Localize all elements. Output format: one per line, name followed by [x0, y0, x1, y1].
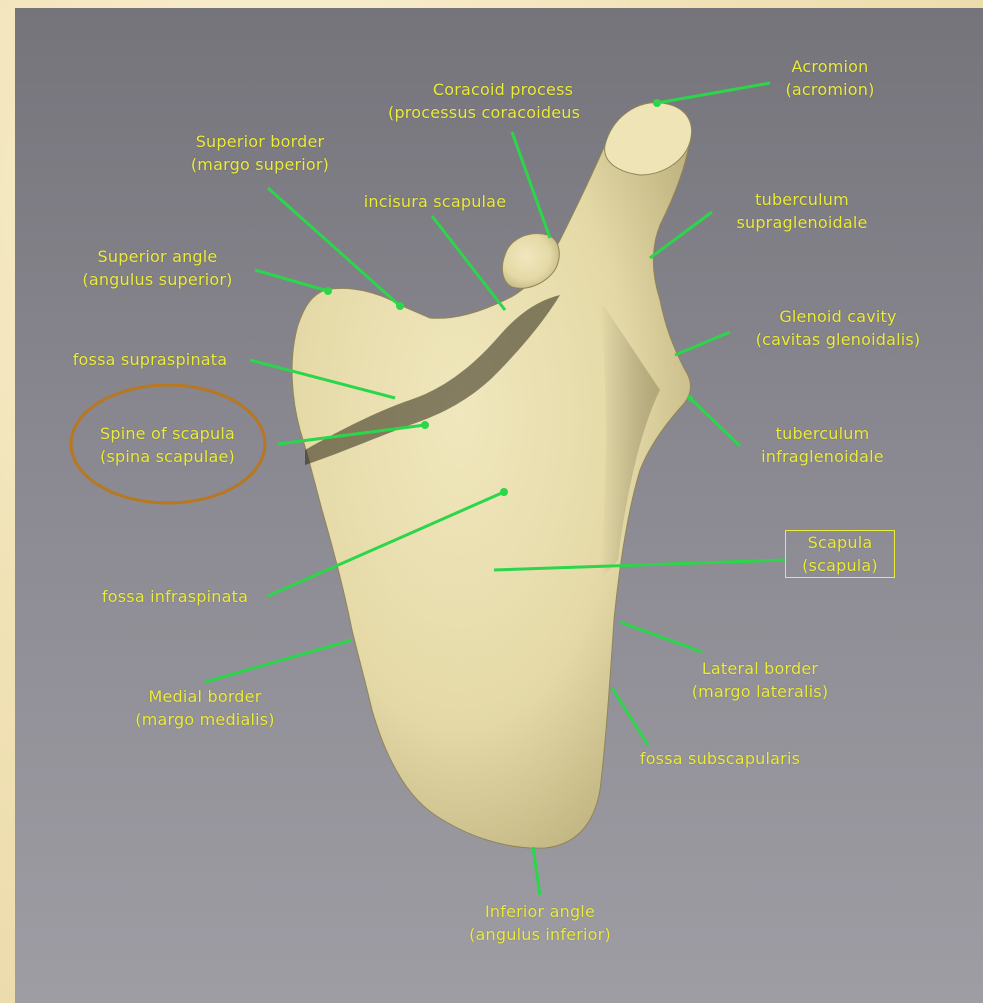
dot-fossa-infra — [500, 488, 508, 496]
label-tub-supra-line1: tuberculum — [712, 188, 892, 211]
label-tub-infra-line1: tuberculum — [735, 422, 910, 445]
label-medial-border-line2: (margo medialis) — [110, 708, 300, 731]
label-incisura: incisura scapulae — [345, 190, 525, 213]
label-scapula-line1: Scapula — [792, 531, 888, 554]
leader-fossa-subscap — [612, 688, 648, 745]
leader-tub-infra — [690, 398, 740, 446]
label-medial-border: Medial border (margo medialis) — [110, 685, 300, 731]
label-superior-angle-line1: Superior angle — [60, 245, 255, 268]
dot-superior-angle — [324, 287, 332, 295]
leader-inferior-angle — [533, 847, 540, 895]
label-medial-border-line1: Medial border — [110, 685, 300, 708]
label-glenoid-cavity: Glenoid cavity (cavitas glenoidalis) — [728, 305, 948, 351]
label-superior-border-line1: Superior border — [165, 130, 355, 153]
label-lateral-border-line1: Lateral border — [670, 657, 850, 680]
leader-lateral-border — [620, 622, 702, 652]
label-glenoid-line1: Glenoid cavity — [728, 305, 948, 328]
leader-incisura — [432, 216, 505, 310]
dot-acromion — [653, 99, 661, 107]
label-superior-angle: Superior angle (angulus superior) — [60, 245, 255, 291]
label-coracoid-line1: Coracoid process — [388, 78, 618, 101]
label-lateral-border-line2: (margo lateralis) — [670, 680, 850, 703]
label-superior-angle-line2: (angulus superior) — [60, 268, 255, 291]
label-superior-border-line2: (margo superior) — [165, 153, 355, 176]
label-fossa-infraspinata: fossa infraspinata — [75, 585, 275, 608]
leader-coracoid — [512, 132, 550, 238]
label-coracoid: Coracoid process (processus coracoideus — [388, 78, 618, 124]
label-fossa-subscapularis: fossa subscapularis — [615, 747, 825, 770]
label-tub-infra-line2: infraglenoidale — [735, 445, 910, 468]
label-inferior-angle-line2: (angulus inferior) — [445, 923, 635, 946]
dot-superior-border — [396, 302, 404, 310]
dot-tub-infra — [687, 395, 693, 401]
label-acromion: Acromion (acromion) — [770, 55, 890, 101]
label-spine-line2: (spina scapulae) — [80, 445, 255, 468]
leader-glenoid — [675, 332, 730, 355]
label-lateral-border: Lateral border (margo lateralis) — [670, 657, 850, 703]
label-glenoid-line2: (cavitas glenoidalis) — [728, 328, 948, 351]
label-coracoid-line2: (processus coracoideus — [388, 101, 618, 124]
label-fossa-supra-line1: fossa supraspinata — [50, 348, 250, 371]
label-inferior-angle: Inferior angle (angulus inferior) — [445, 900, 635, 946]
leader-acromion — [657, 83, 770, 103]
label-scapula-boxed: Scapula (scapula) — [785, 530, 895, 578]
label-fossa-infra-line1: fossa infraspinata — [75, 585, 275, 608]
leader-superior-angle — [255, 270, 328, 291]
label-fossa-supraspinata: fossa supraspinata — [50, 348, 250, 371]
label-fossa-subscap-line1: fossa subscapularis — [615, 747, 825, 770]
dot-spine — [421, 421, 429, 429]
label-tuberculum-infraglenoidale: tuberculum infraglenoidale — [735, 422, 910, 468]
label-inferior-angle-line1: Inferior angle — [445, 900, 635, 923]
label-incisura-line1: incisura scapulae — [345, 190, 525, 213]
label-acromion-line2: (acromion) — [770, 78, 890, 101]
label-scapula-line2: (scapula) — [792, 554, 888, 577]
label-tub-supra-line2: supraglenoidale — [712, 211, 892, 234]
leader-medial-border — [205, 640, 352, 682]
label-superior-border: Superior border (margo superior) — [165, 130, 355, 176]
label-acromion-line1: Acromion — [770, 55, 890, 78]
label-spine-line1: Spine of scapula — [80, 422, 255, 445]
label-tuberculum-supraglenoidale: tuberculum supraglenoidale — [712, 188, 892, 234]
label-spine-of-scapula: Spine of scapula (spina scapulae) — [80, 422, 255, 468]
